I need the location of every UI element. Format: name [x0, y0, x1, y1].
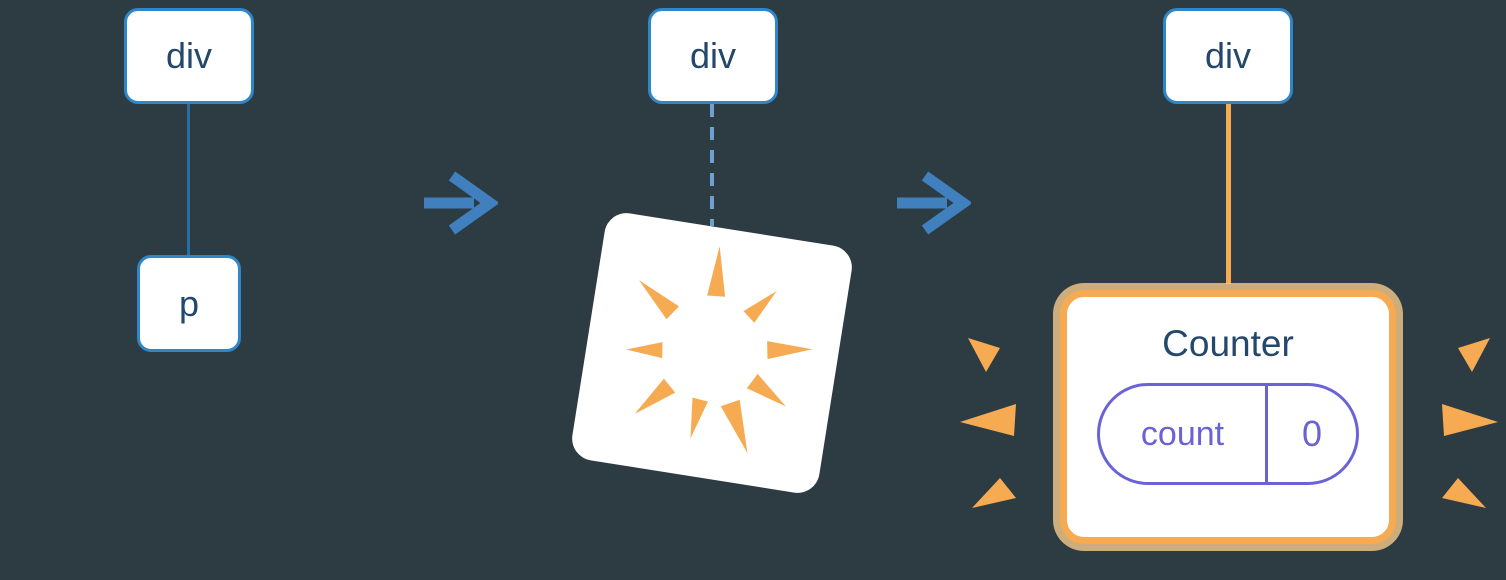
counter-card: Counter count 0 — [1060, 290, 1396, 544]
node-label: p — [178, 282, 200, 324]
state-pill: count 0 — [1097, 383, 1359, 485]
spark-left-icon — [958, 330, 1030, 520]
edge-div-to-p — [187, 104, 190, 255]
state-key: count — [1140, 414, 1225, 453]
node-label: div — [1204, 35, 1252, 76]
node-label: div — [165, 35, 213, 76]
node-label: div — [689, 35, 737, 76]
node-div-after: div — [1163, 8, 1293, 104]
state-value: 0 — [1301, 413, 1323, 454]
dashed-edge — [710, 104, 714, 226]
spark-right-icon — [1428, 330, 1500, 520]
node-div-transition: div — [648, 8, 778, 104]
poof-card — [568, 209, 856, 497]
counter-title: Counter — [1162, 323, 1294, 364]
poof-burst-icon — [574, 213, 849, 493]
arrow-right-icon — [893, 170, 973, 241]
node-div-before: div — [124, 8, 254, 104]
node-p-before: p — [137, 255, 241, 352]
pill-divider — [1265, 386, 1268, 482]
orange-edge — [1226, 104, 1231, 284]
arrow-right-icon — [420, 170, 500, 241]
